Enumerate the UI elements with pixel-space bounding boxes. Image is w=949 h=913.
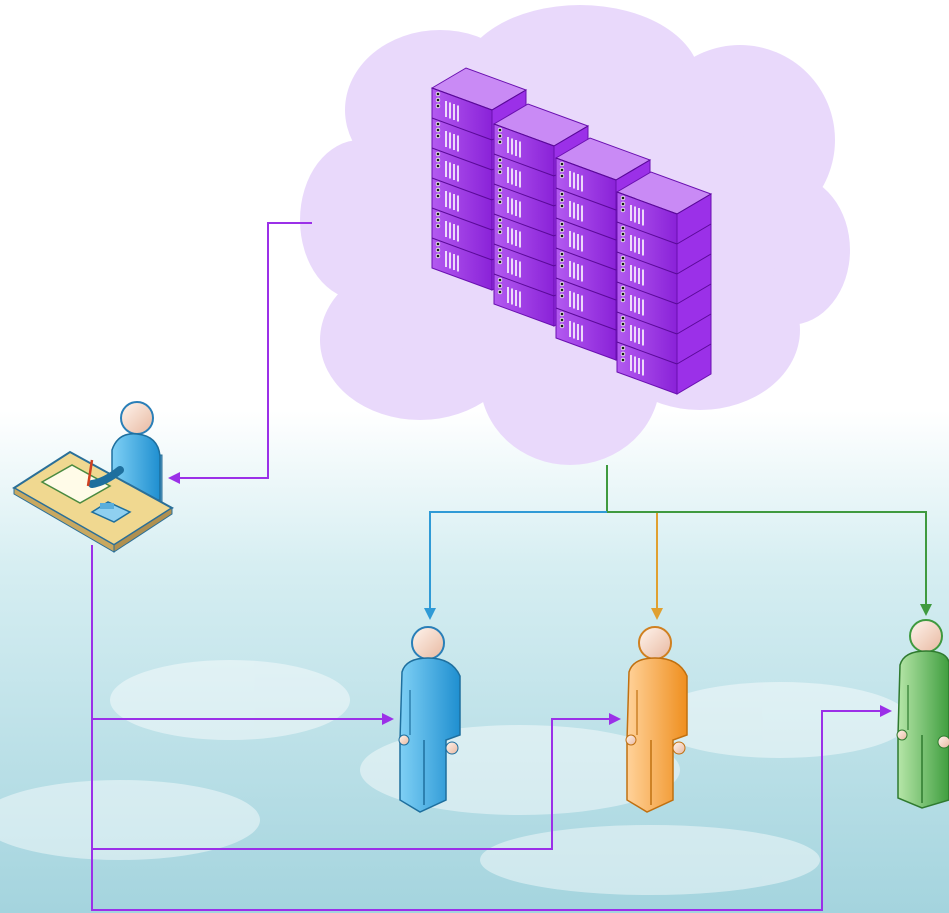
- person-icon: [625, 626, 688, 813]
- connector-admin-to-green: [91, 545, 892, 911]
- server-rack: [615, 171, 713, 395]
- server-rack-icon: [430, 67, 713, 395]
- connector-datacenter-to-admin: [168, 222, 312, 484]
- person-icon: [398, 626, 461, 813]
- person-icon: [896, 619, 949, 809]
- connectors: [91, 222, 932, 911]
- connector-datacenter-to-green: [607, 511, 932, 616]
- connector-admin-to-orange: [92, 713, 621, 850]
- person-at-desk-icon: [12, 401, 174, 553]
